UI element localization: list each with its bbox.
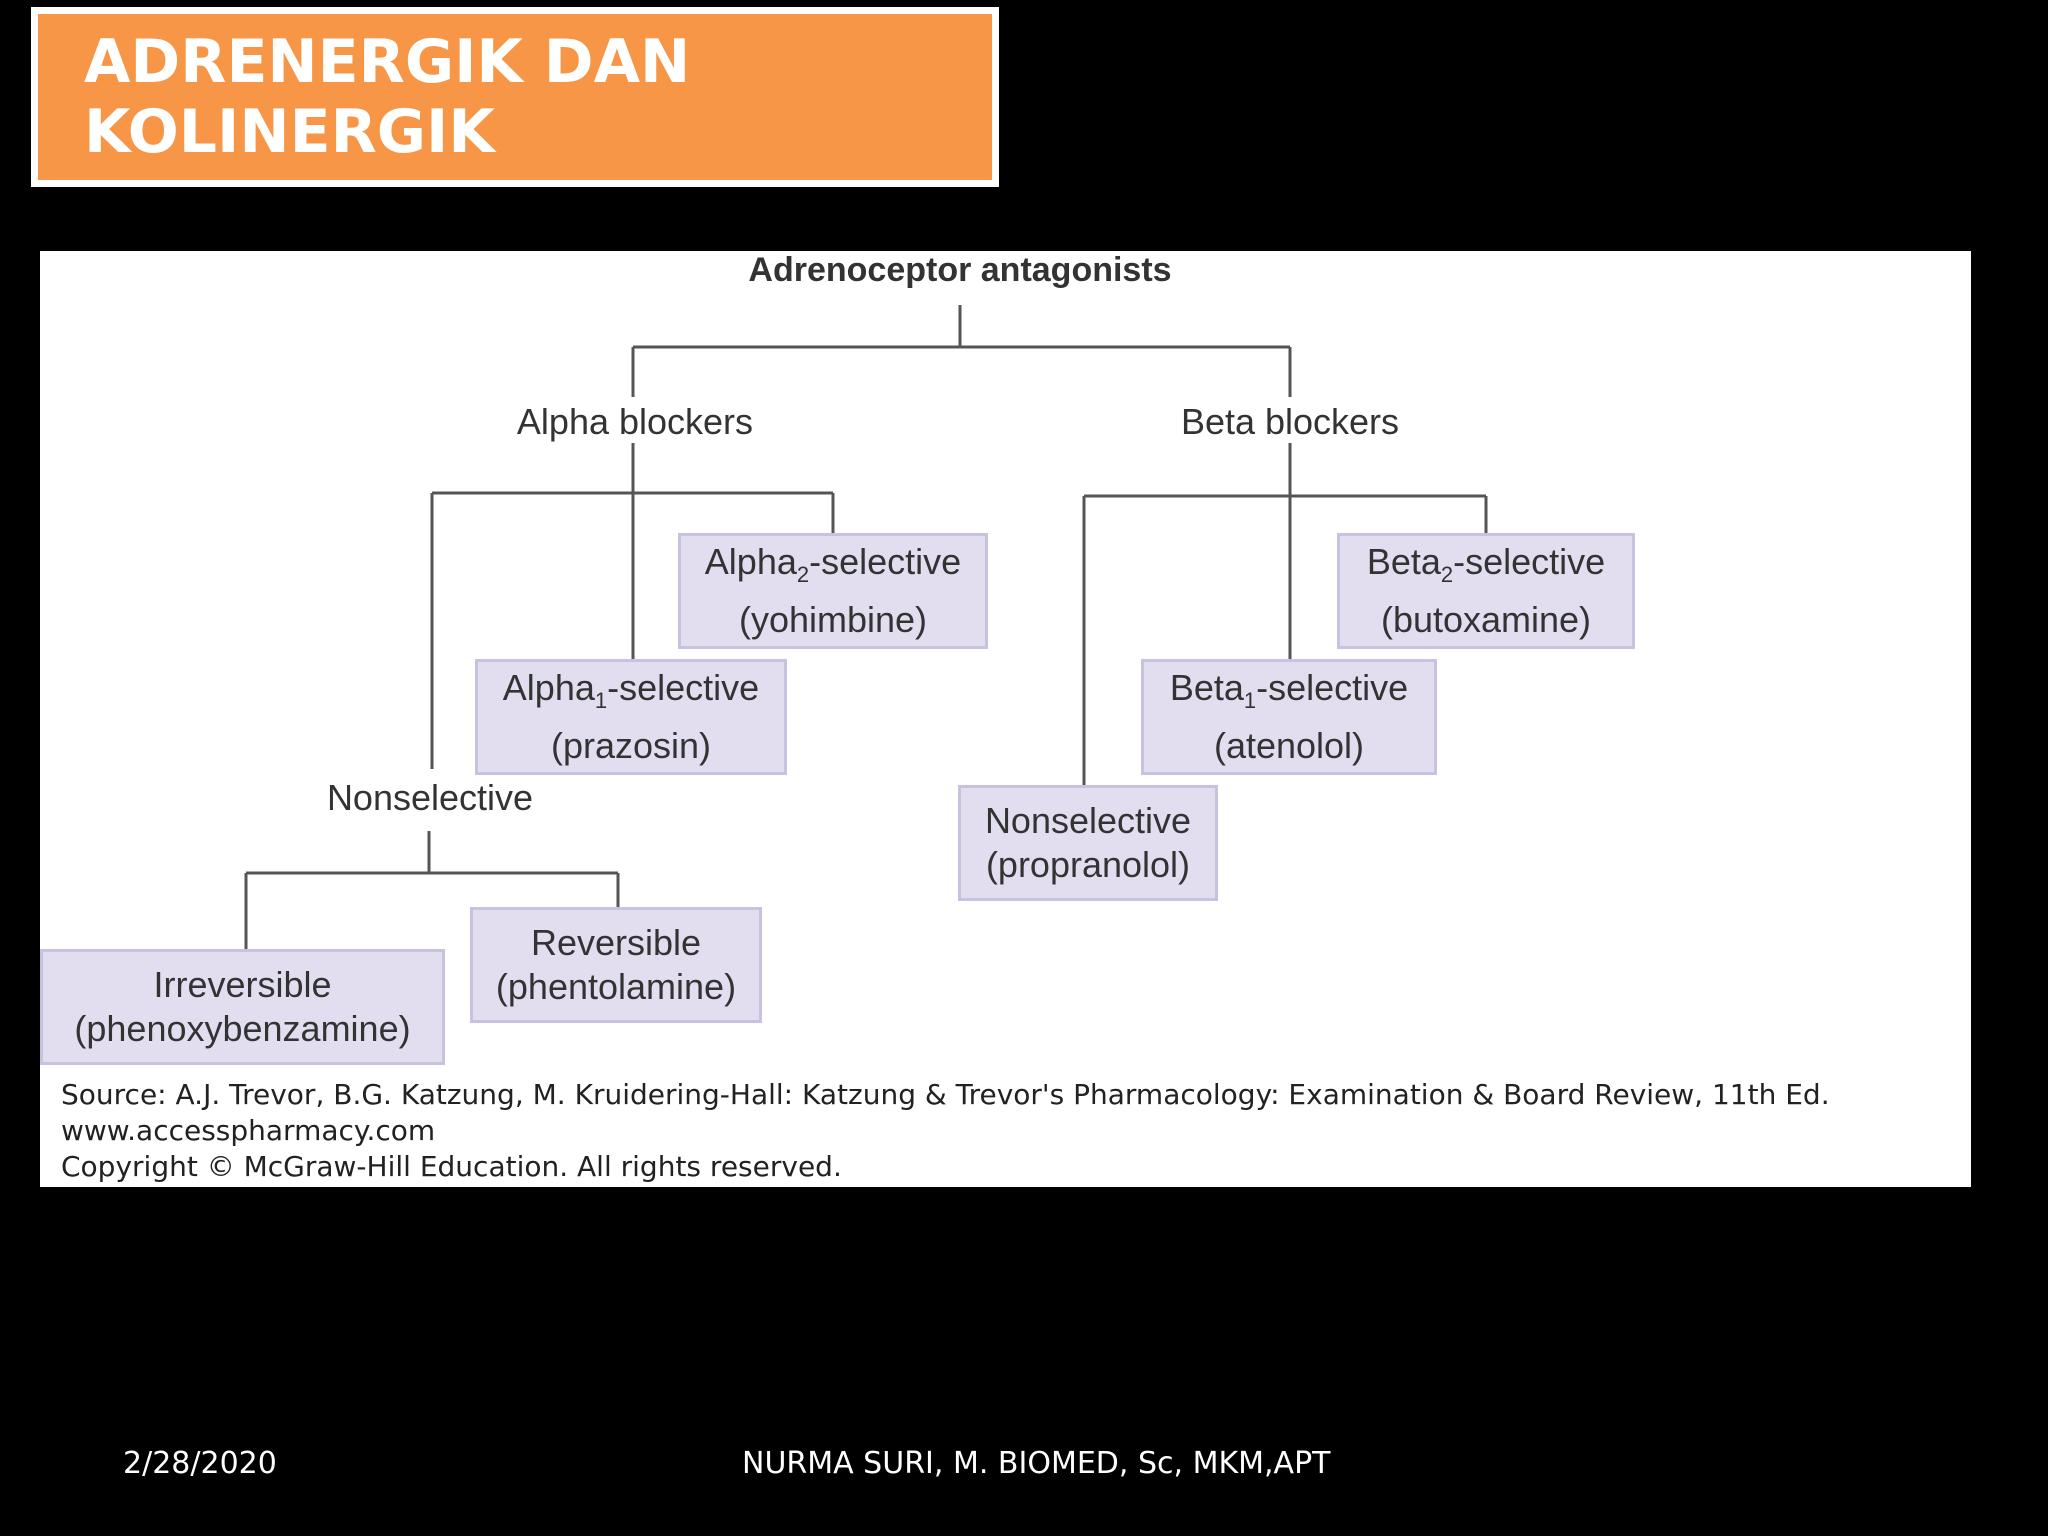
node-alpha2-selective: Alpha2-selective (yohimbine) [678, 533, 988, 649]
diagram-figure: Adrenoceptor antagonists Alpha blockers … [40, 251, 1971, 1187]
root-label: Adrenoceptor antagonists [748, 251, 1172, 289]
node-beta-nonselective: Nonselective (propranolol) [958, 785, 1218, 901]
slide-title: ADRENERGIK DAN KOLINERGIK [84, 27, 691, 167]
source-line-1: Source: A.J. Trevor, B.G. Katzung, M. Kr… [61, 1078, 1830, 1111]
slide-title-box: ADRENERGIK DAN KOLINERGIK [31, 7, 999, 187]
node-reversible: Reversible (phentolamine) [470, 907, 762, 1023]
node-beta1-selective: Beta1-selective (atenolol) [1141, 659, 1437, 775]
connector-lines [244, 305, 1488, 949]
alpha-nonselective-label: Nonselective [326, 777, 534, 818]
node-beta2-selective: Beta2-selective (butoxamine) [1337, 533, 1635, 649]
alpha-blockers-label: Alpha blockers [516, 401, 754, 442]
source-line-2: www.accesspharmacy.com [61, 1114, 436, 1147]
slide-author: NURMA SURI, M. BIOMED, Sc, MKM,APT [742, 1446, 1331, 1481]
node-alpha1-selective: Alpha1-selective (prazosin) [475, 659, 787, 775]
slide-date: 2/28/2020 [123, 1446, 277, 1481]
source-line-3: Copyright © McGraw-Hill Education. All r… [61, 1150, 842, 1183]
node-irreversible: Irreversible (phenoxybenzamine) [40, 949, 445, 1065]
beta-blockers-label: Beta blockers [1180, 401, 1400, 442]
source-citation: Source: A.J. Trevor, B.G. Katzung, M. Kr… [61, 1077, 1830, 1185]
